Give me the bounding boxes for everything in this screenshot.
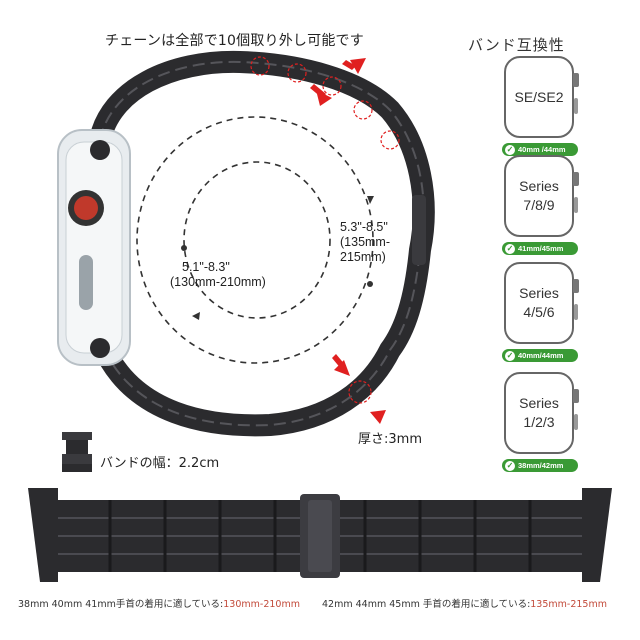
size-badge: ✓41mm/45mm	[502, 242, 578, 255]
check-icon: ✓	[505, 144, 515, 155]
fit-small-caption: 38mm 40mm 41mm手首の着用に適している:130mm-210mm	[18, 599, 300, 610]
check-icon: ✓	[505, 350, 515, 361]
thickness-label: 厚さ:3mm	[358, 432, 422, 447]
watch-outline-icon: SE/SE2	[504, 56, 574, 138]
red-arrows	[310, 58, 386, 424]
small-size-label: 5.1"-8.3" (130mm-210mm)	[170, 260, 266, 289]
large-size-label: 5.3"-8.5" (135mm- 215mm)	[340, 220, 391, 264]
fit-large-caption: 42mm 44mm 45mm 手首の着用に適している:135mm-215mm	[322, 599, 607, 610]
band-clasp	[412, 195, 426, 265]
small-size-loop	[183, 161, 331, 319]
removable-link-markers	[250, 56, 400, 404]
band-width-label: バンドの幅：2.2cm	[100, 456, 220, 471]
check-icon: ✓	[505, 460, 515, 471]
band-width-icon	[62, 432, 92, 472]
compatibility-title: バンド互換性	[468, 36, 565, 54]
flat-band	[28, 488, 612, 582]
size-badge: ✓40mm /44mm	[502, 143, 578, 156]
size-badge: ✓40mm/44mm	[502, 349, 578, 362]
large-size-loop	[136, 116, 374, 364]
size-badge: ✓38mm/42mm	[502, 459, 578, 472]
removable-links-caption: チェーンは全部で10個取り外し可能です	[105, 33, 364, 49]
side-button	[79, 255, 93, 310]
check-icon: ✓	[505, 243, 515, 254]
